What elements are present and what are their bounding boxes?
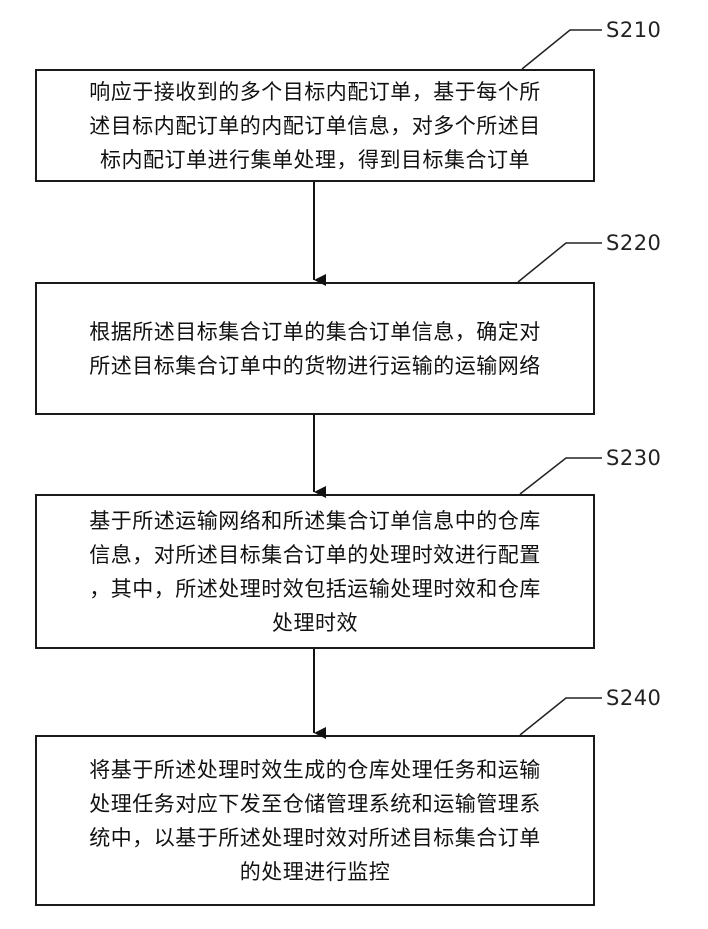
leader-line-s210 bbox=[522, 30, 602, 69]
leader-line-s230 bbox=[520, 458, 602, 494]
leader-line-s240 bbox=[520, 698, 602, 735]
leader-line-s220 bbox=[518, 243, 602, 282]
